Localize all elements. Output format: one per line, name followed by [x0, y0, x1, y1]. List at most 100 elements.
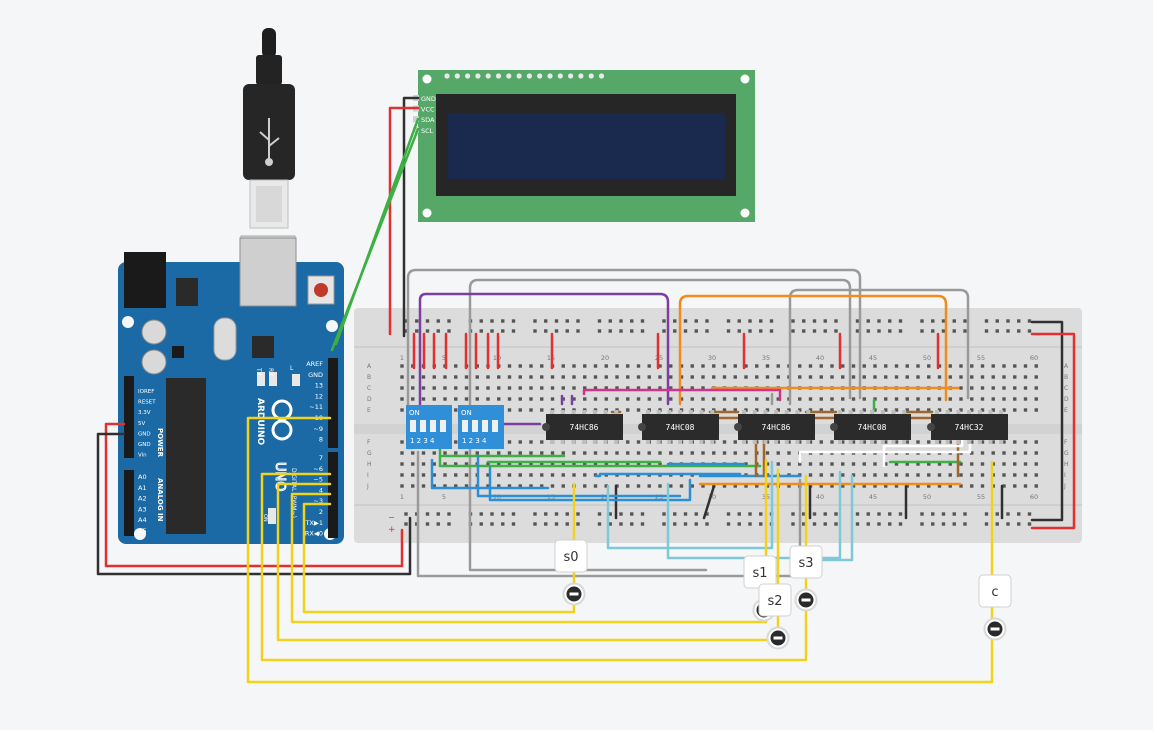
breadboard-hole[interactable] [937, 440, 942, 444]
breadboard-hole[interactable] [873, 473, 877, 477]
breadboard-hole[interactable] [669, 386, 673, 390]
breadboard-hole[interactable] [518, 375, 522, 379]
breadboard-hole[interactable] [683, 512, 688, 516]
breadboard-hole[interactable] [1013, 451, 1017, 455]
breadboard-hole[interactable] [866, 319, 870, 323]
breadboard-hole[interactable] [550, 451, 555, 455]
breadboard-hole[interactable] [604, 375, 608, 379]
probe-s0[interactable]: s0 [554, 539, 588, 606]
breadboard-hole[interactable] [583, 397, 587, 401]
breadboard-hole[interactable] [1013, 473, 1017, 477]
breadboard-hole[interactable] [604, 484, 608, 488]
breadboard-hole[interactable] [518, 462, 522, 466]
breadboard-hole[interactable] [640, 522, 645, 526]
breadboard-hole[interactable] [798, 397, 802, 401]
breadboard-hole[interactable] [533, 329, 537, 333]
breadboard-hole[interactable] [636, 408, 641, 412]
breadboard-hole[interactable] [619, 319, 623, 323]
breadboard-hole[interactable] [679, 484, 684, 488]
breadboard-hole[interactable] [931, 319, 935, 323]
breadboard-hole[interactable] [959, 397, 963, 401]
breadboard-hole[interactable] [841, 408, 845, 412]
breadboard-hole[interactable] [984, 329, 989, 333]
breadboard-hole[interactable] [411, 484, 415, 488]
breadboard-hole[interactable] [862, 440, 866, 444]
breadboard-hole[interactable] [888, 329, 892, 333]
breadboard-hole[interactable] [755, 484, 759, 488]
breadboard-hole[interactable] [834, 329, 838, 333]
breadboard-hole[interactable] [980, 397, 985, 401]
breadboard-hole[interactable] [841, 375, 845, 379]
breadboard-hole[interactable] [540, 397, 544, 401]
breadboard-hole[interactable] [454, 473, 458, 477]
breadboard-hole[interactable] [765, 462, 770, 466]
breadboard-hole[interactable] [490, 329, 494, 333]
breadboard-hole[interactable] [572, 451, 576, 455]
breadboard-hole[interactable] [791, 329, 795, 333]
breadboard-hole[interactable] [454, 484, 458, 488]
breadboard-hole[interactable] [980, 364, 985, 368]
breadboard-hole[interactable] [920, 522, 924, 526]
breadboard-hole[interactable] [808, 462, 813, 466]
breadboard-hole[interactable] [851, 462, 856, 466]
breadboard-hole[interactable] [662, 522, 666, 526]
breadboard-hole[interactable] [802, 512, 806, 516]
breadboard-hole[interactable] [948, 473, 952, 477]
breadboard-hole[interactable] [1023, 462, 1028, 466]
breadboard-hole[interactable] [991, 451, 995, 455]
breadboard-hole[interactable] [486, 386, 490, 390]
breadboard-hole[interactable] [1023, 473, 1028, 477]
breadboard-hole[interactable] [561, 375, 565, 379]
breadboard-hole[interactable] [464, 451, 469, 455]
breadboard-hole[interactable] [755, 375, 759, 379]
breadboard-hole[interactable] [941, 329, 946, 333]
breadboard-hole[interactable] [636, 397, 641, 401]
breadboard-hole[interactable] [963, 329, 967, 333]
breadboard-hole[interactable] [851, 408, 856, 412]
breadboard-hole[interactable] [862, 364, 866, 368]
breadboard-hole[interactable] [400, 364, 404, 368]
breadboard-hole[interactable] [733, 484, 737, 488]
breadboard-hole[interactable] [851, 375, 856, 379]
breadboard-hole[interactable] [630, 512, 634, 516]
breadboard-hole[interactable] [776, 462, 780, 466]
breadboard-hole[interactable] [511, 319, 516, 323]
breadboard-hole[interactable] [436, 319, 440, 323]
probe-c[interactable]: c [978, 574, 1012, 641]
breadboard-hole[interactable] [615, 386, 619, 390]
breadboard-hole[interactable] [443, 397, 447, 401]
breadboard-hole[interactable] [873, 484, 877, 488]
breadboard-hole[interactable] [701, 484, 705, 488]
breadboard-hole[interactable] [931, 522, 935, 526]
breadboard-hole[interactable] [554, 319, 559, 323]
breadboard-hole[interactable] [475, 386, 479, 390]
breadboard-hole[interactable] [970, 484, 974, 488]
breadboard-hole[interactable] [540, 451, 544, 455]
breadboard-hole[interactable] [894, 375, 899, 379]
breadboard-hole[interactable] [630, 522, 634, 526]
breadboard-hole[interactable] [937, 408, 942, 412]
breadboard-hole[interactable] [454, 386, 458, 390]
breadboard-hole[interactable] [851, 440, 856, 444]
breadboard-hole[interactable] [683, 319, 688, 323]
breadboard-hole[interactable] [995, 522, 999, 526]
breadboard-hole[interactable] [798, 408, 802, 412]
breadboard-hole[interactable] [1017, 329, 1021, 333]
breadboard-hole[interactable] [615, 397, 619, 401]
breadboard-hole[interactable] [916, 364, 920, 368]
breadboard-hole[interactable] [884, 440, 888, 444]
breadboard-hole[interactable] [576, 329, 580, 333]
breadboard-hole[interactable] [464, 473, 469, 477]
breadboard-hole[interactable] [744, 462, 748, 466]
breadboard-hole[interactable] [759, 329, 763, 333]
breadboard-hole[interactable] [690, 484, 694, 488]
breadboard-hole[interactable] [819, 440, 823, 444]
breadboard-hole[interactable] [593, 386, 598, 390]
breadboard-hole[interactable] [991, 386, 995, 390]
breadboard-hole[interactable] [683, 522, 688, 526]
breadboard-hole[interactable] [669, 397, 673, 401]
breadboard-hole[interactable] [544, 512, 548, 516]
breadboard-hole[interactable] [970, 462, 974, 466]
breadboard-hole[interactable] [511, 512, 516, 516]
breadboard-hole[interactable] [404, 319, 408, 323]
